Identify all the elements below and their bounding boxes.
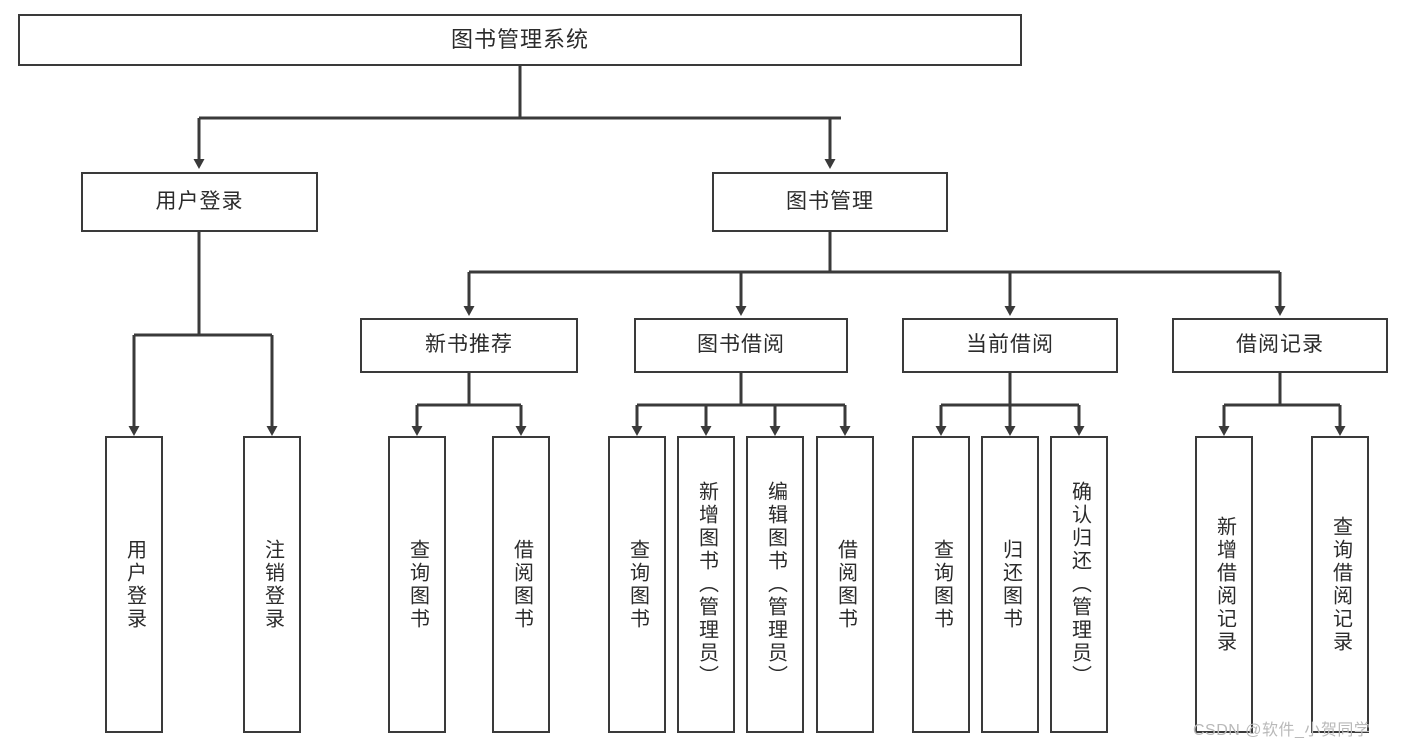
node-label: 借阅图书 xyxy=(510,538,533,631)
node-label: 查询图书 xyxy=(930,538,953,631)
node-root-system[interactable]: 图书管理系统 xyxy=(18,14,1022,66)
leaf-borrow-edit-book-admin[interactable]: 编辑图书（管理员） xyxy=(746,436,804,733)
node-user-login[interactable]: 用户登录 xyxy=(81,172,318,232)
leaf-recommend-query-book[interactable]: 查询图书 xyxy=(388,436,446,733)
node-new-book-recommend[interactable]: 新书推荐 xyxy=(360,318,578,373)
leaf-current-return-book[interactable]: 归还图书 xyxy=(981,436,1039,733)
node-label: 确认归还（管理员） xyxy=(1068,481,1091,688)
node-label: 新书推荐 xyxy=(425,333,513,357)
node-label: 查询图书 xyxy=(626,538,649,631)
node-label: 查询借阅记录 xyxy=(1329,515,1352,654)
leaf-borrow-query-book[interactable]: 查询图书 xyxy=(608,436,666,733)
leaf-current-query-book[interactable]: 查询图书 xyxy=(912,436,970,733)
node-label: 图书借阅 xyxy=(697,333,785,357)
node-label: 借阅图书 xyxy=(834,538,857,631)
node-book-management[interactable]: 图书管理 xyxy=(712,172,948,232)
node-label: 编辑图书（管理员） xyxy=(764,481,787,688)
node-current-borrow[interactable]: 当前借阅 xyxy=(902,318,1118,373)
leaf-record-query-record[interactable]: 查询借阅记录 xyxy=(1311,436,1369,733)
leaf-recommend-borrow-book[interactable]: 借阅图书 xyxy=(492,436,550,733)
node-label: 图书管理系统 xyxy=(450,27,589,53)
leaf-user-login[interactable]: 用户登录 xyxy=(105,436,163,733)
node-label: 用户登录 xyxy=(155,189,244,213)
node-borrow-record[interactable]: 借阅记录 xyxy=(1172,318,1388,373)
leaf-current-confirm-return-admin[interactable]: 确认归还（管理员） xyxy=(1050,436,1108,733)
leaf-record-add-record[interactable]: 新增借阅记录 xyxy=(1195,436,1253,733)
node-label: 新增图书（管理员） xyxy=(695,481,718,688)
leaf-borrow-add-book-admin[interactable]: 新增图书（管理员） xyxy=(677,436,735,733)
node-label: 借阅记录 xyxy=(1236,333,1324,357)
node-label: 新增借阅记录 xyxy=(1213,515,1236,654)
csdn-watermark: CSDN @软件_小贺同学 xyxy=(1193,722,1371,739)
node-label: 查询图书 xyxy=(406,538,429,631)
leaf-borrow-borrow-book[interactable]: 借阅图书 xyxy=(816,436,874,733)
node-book-borrow[interactable]: 图书借阅 xyxy=(634,318,848,373)
node-label: 注销登录 xyxy=(261,538,284,631)
node-label: 归还图书 xyxy=(999,538,1022,631)
leaf-user-logout[interactable]: 注销登录 xyxy=(243,436,301,733)
node-label: 用户登录 xyxy=(123,538,146,631)
node-label: 当前借阅 xyxy=(966,333,1054,357)
node-label: 图书管理 xyxy=(786,189,874,213)
